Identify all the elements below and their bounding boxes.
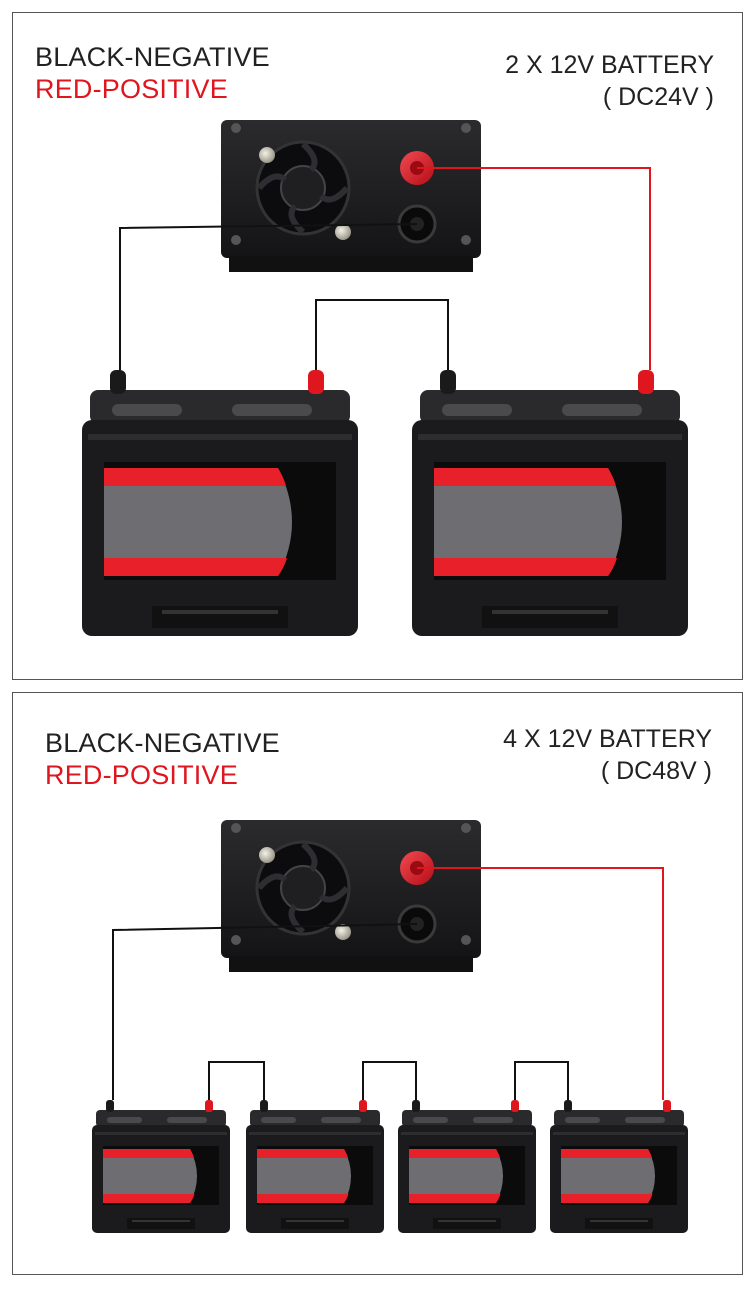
wire: [514, 1061, 569, 1100]
legend-negative: BLACK-NEGATIVE: [45, 728, 280, 758]
inverter: [221, 820, 481, 972]
spec-battery-count: 4 X 12V BATTERY: [503, 725, 712, 753]
positive-post-icon: [308, 370, 324, 394]
negative-post-icon: [106, 1100, 114, 1112]
positive-post-icon: [638, 370, 654, 394]
wire: [208, 1061, 265, 1100]
screw-icon: [335, 224, 351, 240]
wire: [315, 299, 449, 370]
positive-post-icon: [205, 1100, 213, 1112]
wire: [119, 223, 418, 370]
inverter: [221, 120, 481, 272]
battery-icon: [550, 1100, 688, 1233]
battery-icon: [246, 1100, 384, 1233]
wires: [112, 167, 664, 1100]
battery-spec: 2 X 12V BATTERY ( DC24V ): [505, 49, 714, 113]
screw-icon: [335, 924, 351, 940]
battery-bank: [92, 1100, 688, 1233]
cooling-fan-icon: [255, 840, 351, 936]
positive-post-icon: [359, 1100, 367, 1112]
legend-negative: BLACK-NEGATIVE: [35, 42, 270, 72]
wire: [417, 167, 651, 370]
wire-legend: BLACK-NEGATIVE RED-POSITIVE: [35, 41, 270, 105]
battery-icon: [398, 1100, 536, 1233]
battery-spec: 4 X 12V BATTERY ( DC48V ): [503, 723, 712, 787]
wire-legend: BLACK-NEGATIVE RED-POSITIVE: [45, 727, 280, 791]
legend-positive: RED-POSITIVE: [45, 760, 238, 790]
cooling-fan-icon: [255, 140, 351, 236]
screw-icon: [259, 847, 275, 863]
battery-icon: [82, 370, 358, 636]
spec-battery-count: 2 X 12V BATTERY: [505, 51, 714, 79]
battery-icon: [92, 1100, 230, 1233]
wire: [112, 923, 418, 1100]
negative-post-icon: [260, 1100, 268, 1112]
wire: [417, 867, 664, 1100]
negative-post-icon: [564, 1100, 572, 1112]
battery-icon: [412, 370, 688, 636]
legend-positive: RED-POSITIVE: [35, 74, 228, 104]
wire: [362, 1061, 417, 1100]
spec-voltage: ( DC24V ): [602, 83, 714, 111]
screw-icon: [259, 147, 275, 163]
negative-post-icon: [440, 370, 456, 394]
positive-post-icon: [663, 1100, 671, 1112]
positive-post-icon: [511, 1100, 519, 1112]
spec-voltage: ( DC48V ): [600, 757, 712, 785]
battery-bank: [82, 370, 688, 636]
negative-post-icon: [110, 370, 126, 394]
negative-post-icon: [412, 1100, 420, 1112]
